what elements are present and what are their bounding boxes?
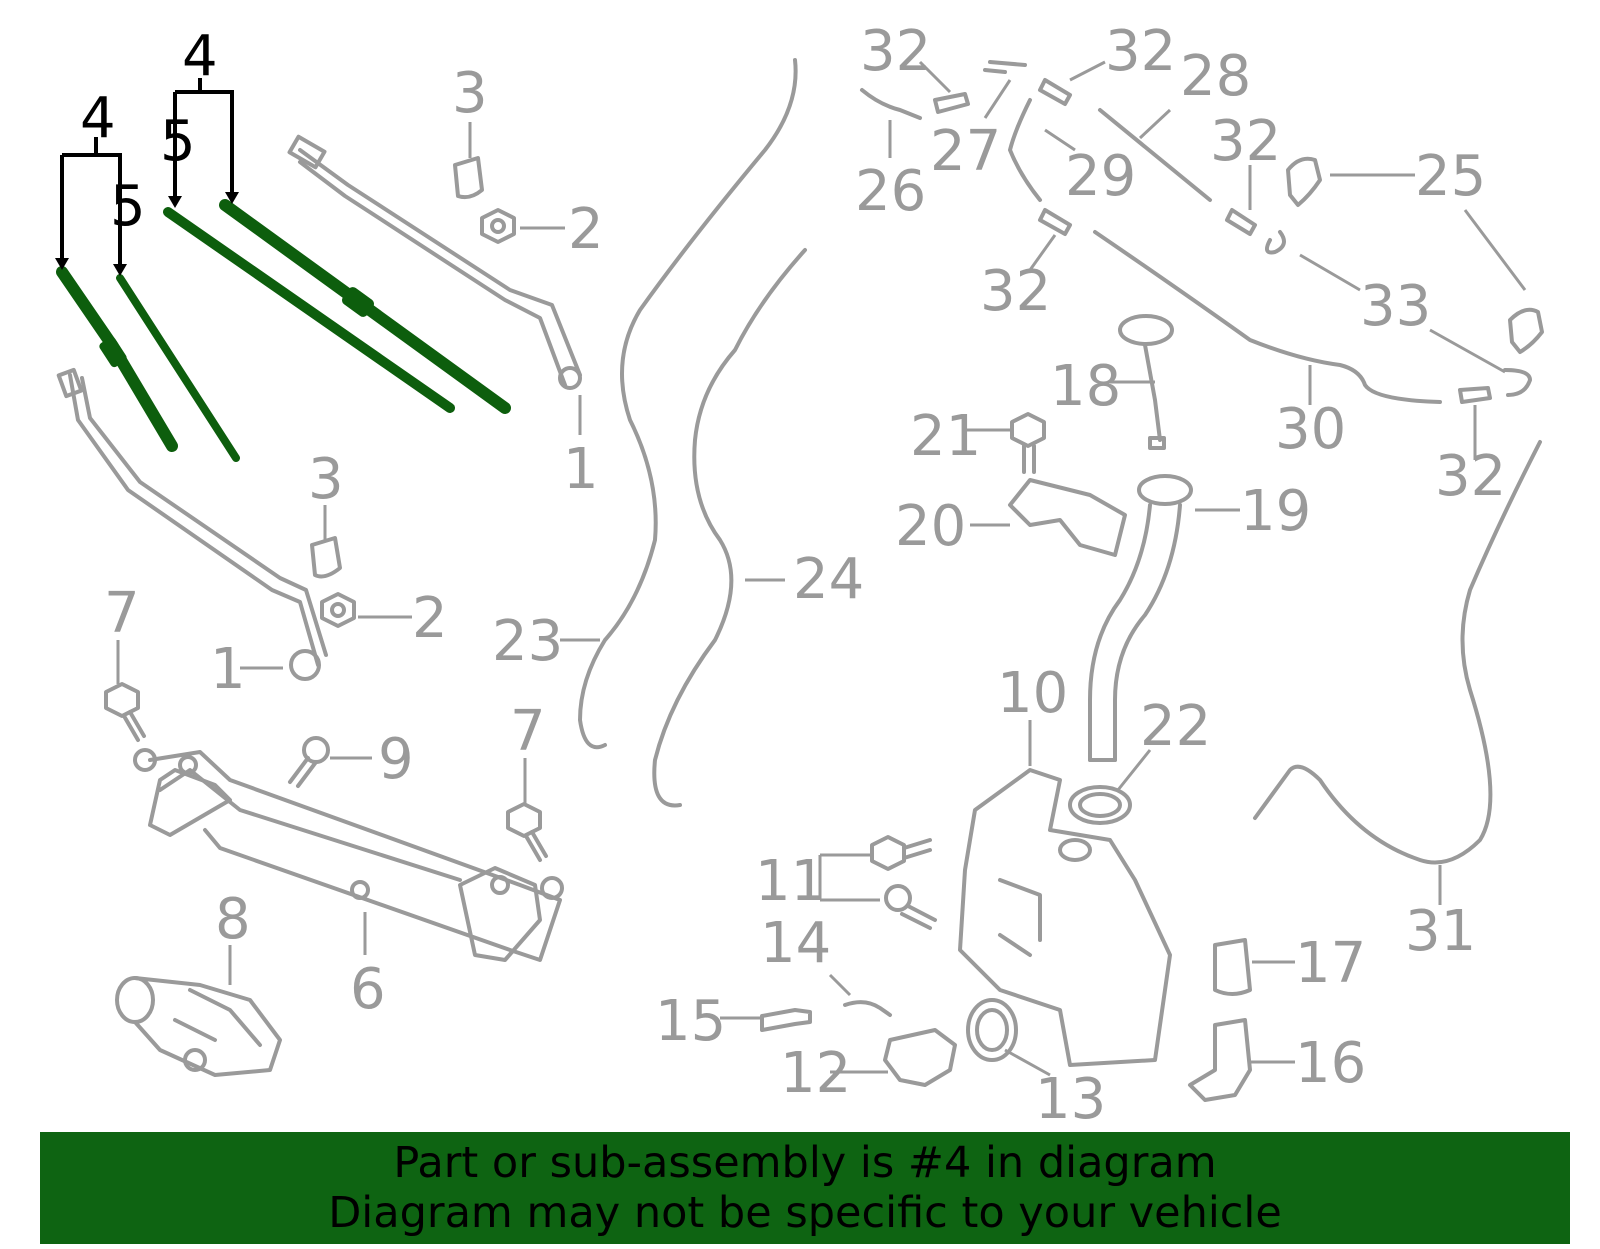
hose-14[interactable] [843,1000,892,1017]
wiper-blade-assembly-right[interactable] [163,199,511,414]
callout-1-upper: 1 [563,437,599,502]
callout-24: 24 [793,547,864,612]
callout-27: 27 [930,119,1001,184]
dipstick-18[interactable] [1118,314,1174,450]
washer-pump-12[interactable] [883,1028,957,1087]
callout-14: 14 [760,911,831,976]
callout-1-lower: 1 [210,637,246,702]
callout-32-c: 32 [1210,109,1281,174]
callout-8: 8 [215,887,251,952]
callout-2-lower: 2 [412,586,448,651]
callout-5-right: 5 [160,109,196,174]
grommet-13[interactable] [966,998,1018,1062]
info-banner: Part or sub-assembly is #4 in diagram Di… [40,1132,1570,1244]
callout-30: 30 [1275,397,1346,462]
washer-hose-24[interactable] [652,248,807,808]
callout-numbers: 4 4 5 5 3 2 1 3 2 1 7 7 9 8 6 23 24 32 3… [80,19,1506,1132]
callout-31: 31 [1405,899,1476,964]
arm-cap-lower[interactable] [310,536,342,579]
wiper-arm-lower[interactable] [56,367,328,681]
washer-reservoir-10[interactable] [958,768,1172,1067]
callout-29: 29 [1065,144,1136,209]
callout-6: 6 [350,957,386,1022]
callout-11: 11 [755,849,826,914]
bolt-7-right[interactable] [506,802,548,862]
callout-5-left: 5 [110,174,146,239]
callout-26: 26 [855,159,926,224]
callout-3-lower: 3 [308,447,344,512]
wiper-arm-upper[interactable] [287,134,582,390]
callout-10: 10 [997,661,1068,726]
callout-4-left: 4 [80,86,116,151]
arm-nut-lower[interactable] [320,592,356,628]
grommet-15[interactable] [760,1008,812,1032]
seal-22[interactable] [1068,785,1132,825]
filler-neck-19[interactable] [1088,474,1193,762]
callout-18: 18 [1050,354,1121,419]
level-sensor-16[interactable] [1188,1018,1252,1102]
callout-15: 15 [655,989,726,1054]
callout-20: 20 [895,494,966,559]
cap-17[interactable] [1213,938,1252,996]
callout-17: 17 [1295,931,1366,996]
hose-26[interactable] [860,88,922,120]
callout-22: 22 [1140,694,1211,759]
wiper-linkage[interactable] [133,748,564,962]
wiper-blade-assembly-left[interactable] [56,266,240,462]
callout-32-d: 32 [980,259,1051,324]
bolt-7-left[interactable] [104,682,146,742]
callout-25: 25 [1415,144,1486,209]
washer-hose-23[interactable] [578,58,798,750]
callout-leaders [116,60,1527,1077]
callout-leaders-4-5 [55,78,239,276]
connector-32-set[interactable] [933,78,1492,404]
bolt-11-upper[interactable] [870,835,932,871]
hose-30[interactable] [1093,230,1442,404]
banner-line-1: Part or sub-assembly is #4 in diagram [393,1138,1217,1188]
callout-28: 28 [1180,44,1251,109]
hose-33-lower[interactable] [1503,368,1532,397]
callout-19: 19 [1240,479,1311,544]
bolt-21[interactable] [1010,412,1046,474]
callout-2-upper: 2 [568,197,604,262]
hose-28[interactable] [1098,108,1212,202]
callout-33: 33 [1360,274,1431,339]
callout-4-right: 4 [182,24,218,89]
callout-23: 23 [492,609,563,674]
callout-32-e: 32 [1435,444,1506,509]
hose-29[interactable] [1008,98,1042,202]
hose-27[interactable] [983,60,1027,74]
arm-cap-upper[interactable] [453,156,484,200]
callout-32-b: 32 [1105,19,1176,84]
callout-9: 9 [378,727,414,792]
callout-32-a: 32 [860,19,931,84]
callout-3-upper: 3 [452,61,488,126]
arm-nut-upper[interactable] [480,208,516,244]
bolt-11-lower[interactable] [884,884,937,930]
wiper-motor[interactable] [115,976,282,1077]
callout-7-left: 7 [104,581,140,646]
callout-13: 13 [1035,1067,1106,1132]
bolt-9[interactable] [288,736,330,788]
callout-21: 21 [910,404,981,469]
callout-12: 12 [780,1041,851,1106]
bracket-20[interactable] [1008,478,1127,557]
callout-7-right: 7 [510,699,546,764]
hose-31[interactable] [1253,440,1542,865]
callout-16: 16 [1295,1031,1366,1096]
washer-nozzle-25[interactable] [1286,156,1544,354]
banner-line-2: Diagram may not be specific to your vehi… [328,1188,1282,1238]
hose-33-upper[interactable] [1264,230,1286,255]
